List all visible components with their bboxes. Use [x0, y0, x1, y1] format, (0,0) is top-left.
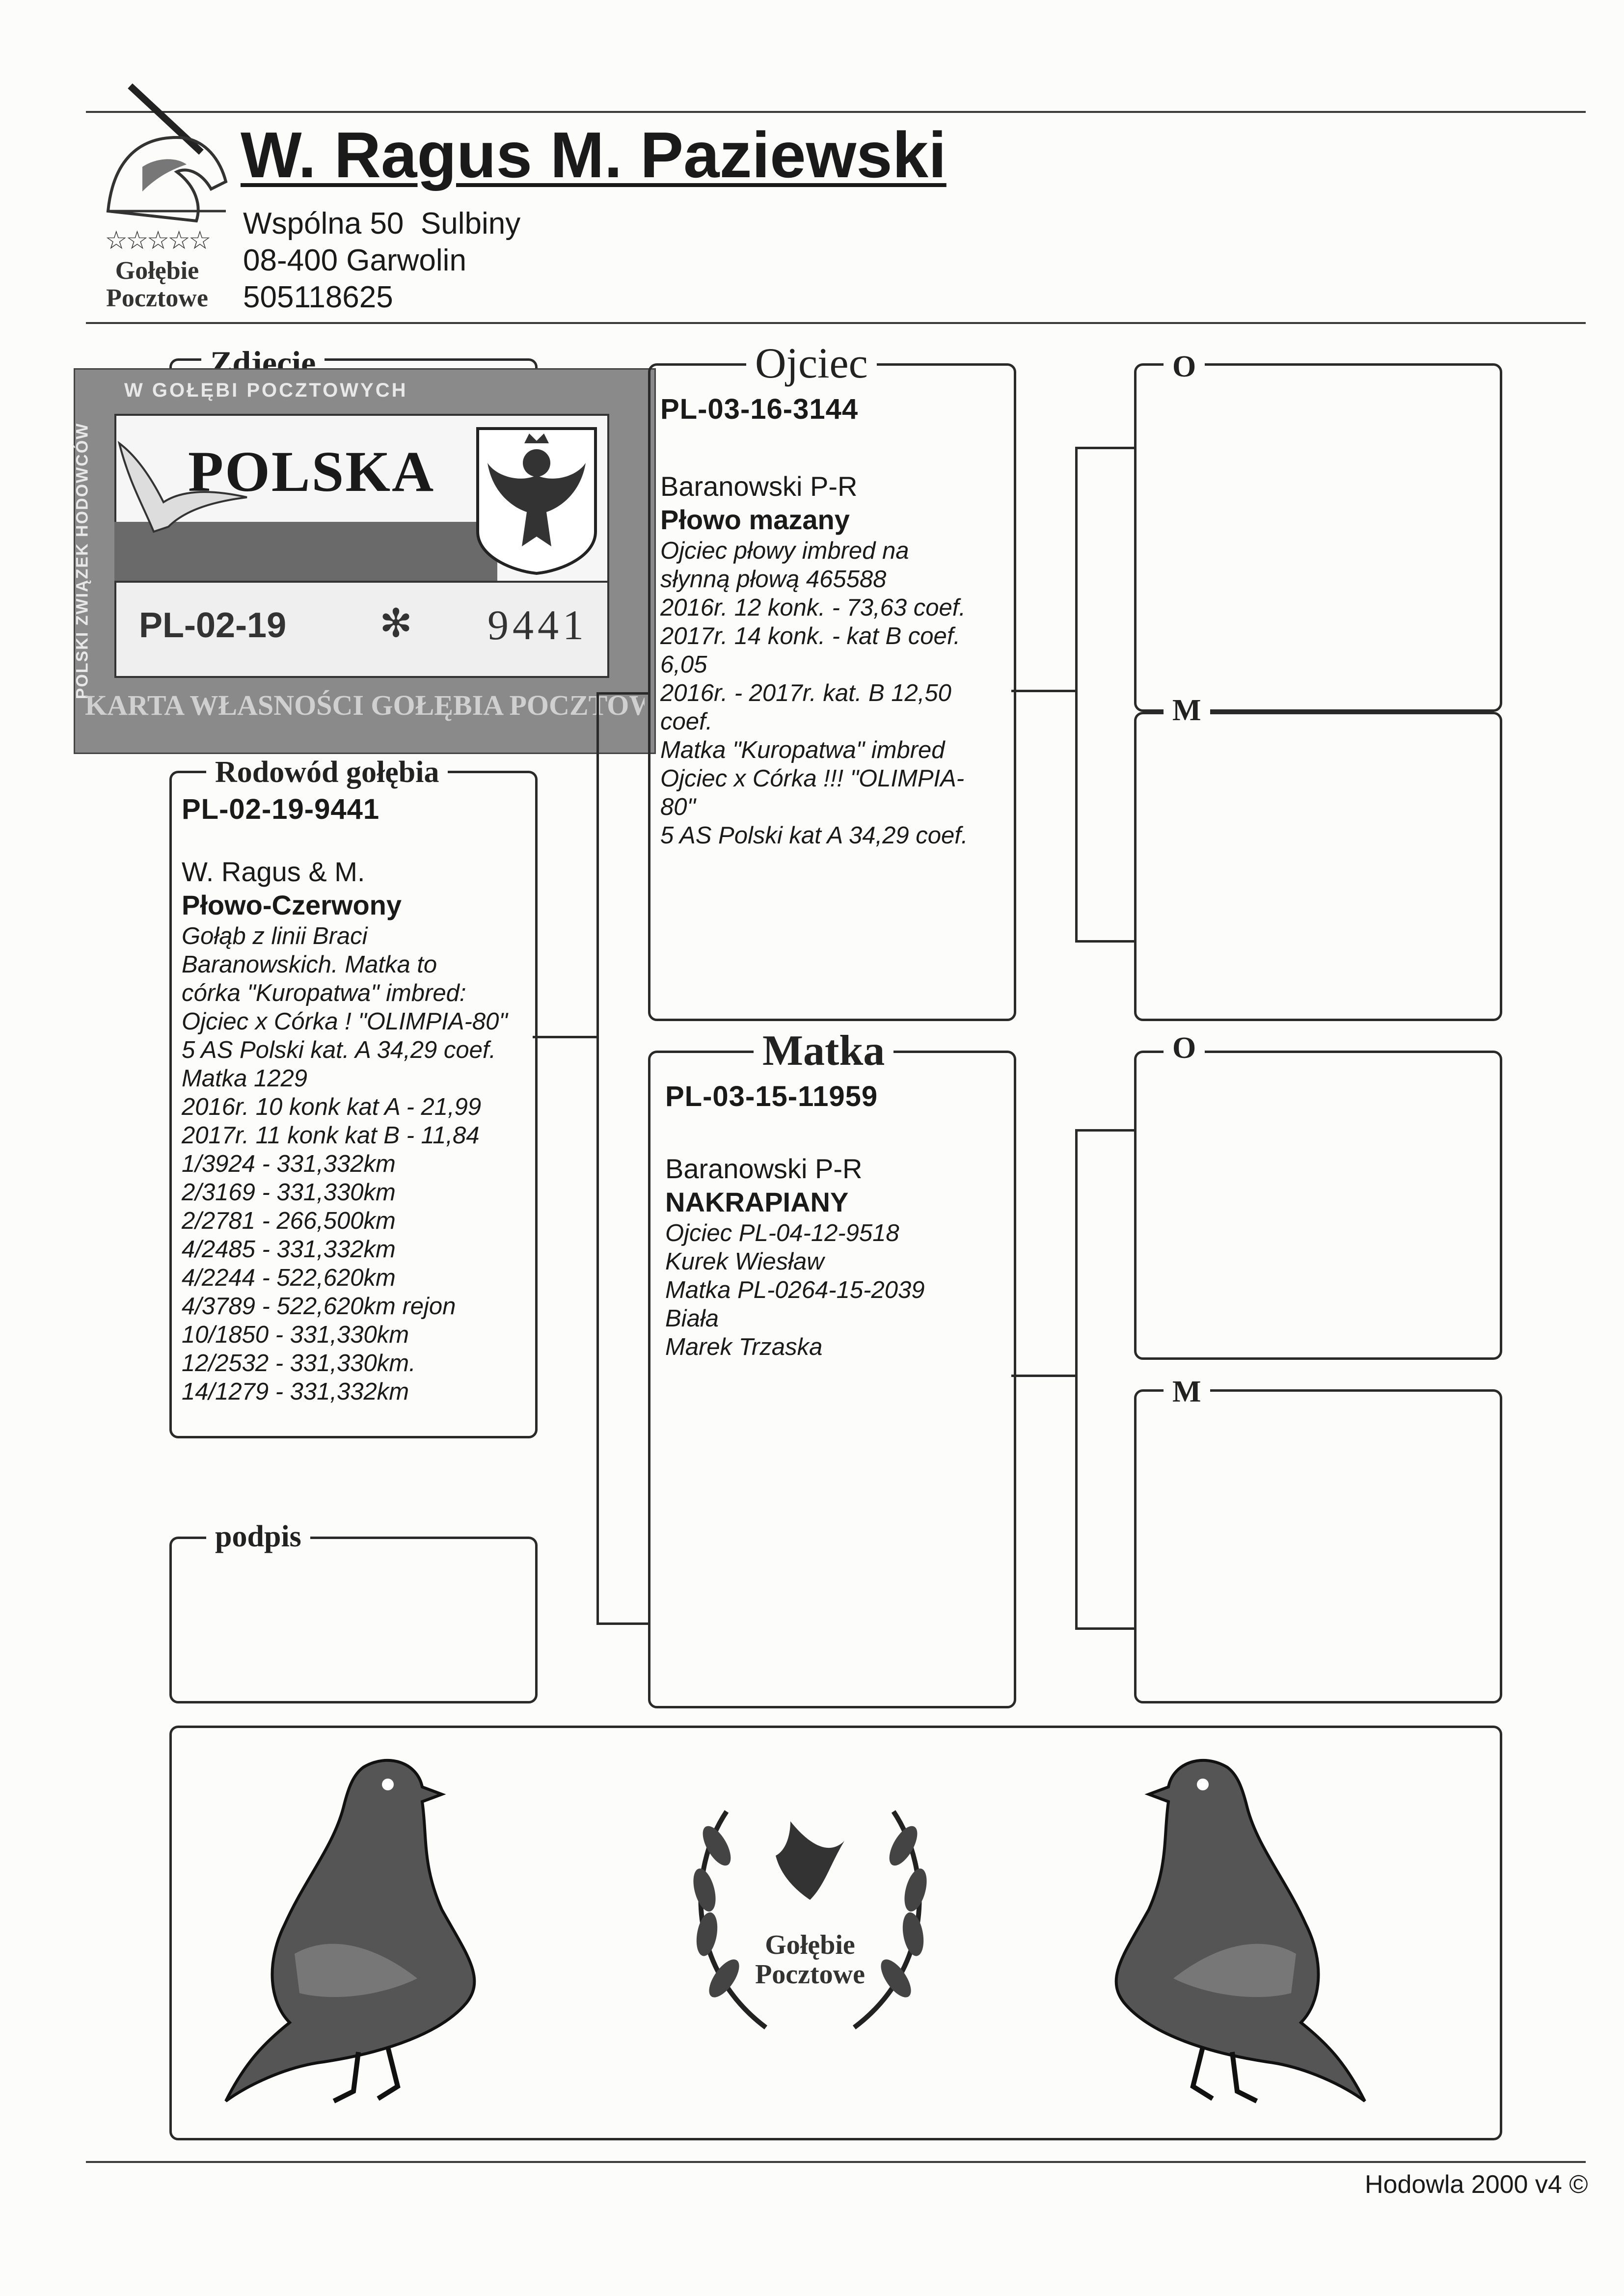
paternal-grandfather-legend: O: [1164, 350, 1205, 384]
connector-subject-parents: [596, 692, 648, 1625]
mother-note-line: Kurek Wiesław: [665, 1247, 1004, 1276]
logo: ☆☆☆☆☆ Gołębie Pocztowe: [79, 83, 236, 319]
pigeon-note-line: 12/2532 - 331,330km.: [182, 1349, 525, 1378]
header-top-rule: [86, 111, 1586, 113]
paternal-grandmother-box: [1134, 712, 1502, 1021]
father-note-line: coef.: [660, 707, 1004, 736]
father-note-line: słynną płową 465588: [660, 565, 1004, 594]
card-top-text: W GOŁĘBI POCZTOWYCH: [124, 379, 407, 402]
mother-notes: Ojciec PL-04-12-9518 Kurek Wiesław Matka…: [665, 1219, 1004, 1361]
phone-number: 505118625: [243, 280, 393, 315]
address-line2: 08-400 Garwolin: [243, 243, 466, 278]
connector-mother-stub: [1011, 1375, 1075, 1377]
pigeon-note-line: 4/2244 - 522,620km: [182, 1264, 525, 1292]
card-ring-prefix: PL-02-19: [139, 605, 286, 646]
connector-mother-grandparents: [1075, 1129, 1137, 1630]
mother-note-line: Matka PL-0264-15-2039: [665, 1276, 1004, 1304]
pigeon-note-line: 14/1279 - 331,332km: [182, 1378, 525, 1406]
footer-rule: [86, 2161, 1586, 2163]
pigeon-box-content: PL-02-19-9441 W. Ragus & M. Płowo-Czerwo…: [182, 793, 525, 1406]
pigeon-note-line: 2/2781 - 266,500km: [182, 1207, 525, 1235]
maternal-grandfather-box: [1134, 1051, 1502, 1360]
logo-text-line2: Pocztowe: [79, 284, 236, 313]
card-ring-star: ✻: [379, 600, 412, 646]
ownership-card: W GOŁĘBI POCZTOWYCH POLSKI ZWIĄZEK HODOW…: [74, 368, 656, 754]
pigeon-note-line: córka "Kuropatwa" imbred:: [182, 979, 525, 1007]
father-box-content: PL-03-16-3144 Baranowski P-R Płowo mazan…: [660, 393, 1004, 850]
mother-note-line: Marek Trzaska: [665, 1333, 1004, 1361]
emblem-text-line2: Pocztowe: [741, 1959, 879, 1990]
wreath-emblem-icon: [668, 1772, 952, 2067]
footer-text: Hodowla 2000 v4 ©: [1365, 2170, 1588, 2199]
pigeon-note-line: Matka 1229: [182, 1064, 525, 1093]
father-breeder: Baranowski P-R: [660, 470, 1004, 503]
pigeon-note-line: Baranowskich. Matka to: [182, 950, 525, 979]
connector-father-grandparents: [1075, 447, 1137, 943]
father-note-line: Ojciec płowy imbred na: [660, 537, 1004, 565]
maternal-grandmother-legend: M: [1164, 1375, 1210, 1409]
father-color: Płowo mazany: [660, 503, 1004, 537]
card-bottom-text: KARTA WŁASNOŚCI GOŁĘBIA POCZTOWEGO: [85, 689, 645, 722]
father-note-line: 2016r. 12 konk. - 73,63 coef.: [660, 594, 1004, 622]
connector-father-stub: [1011, 690, 1075, 692]
signature-box: [169, 1537, 538, 1703]
mother-color: NAKRAPIANY: [665, 1186, 1004, 1219]
header-bottom-rule: [86, 322, 1586, 324]
pigeon-note-line: 2017r. 11 konk kat B - 11,84: [182, 1121, 525, 1150]
mother-note-line: Biała: [665, 1304, 1004, 1333]
mother-box-content: PL-03-15-11959 Baranowski P-R NAKRAPIANY…: [665, 1080, 1004, 1361]
polish-eagle-emblem-icon: [463, 424, 610, 576]
paternal-grandmother-legend: M: [1164, 693, 1210, 728]
father-note-line: 6,05: [660, 650, 1004, 679]
father-note-line: Ojciec x Córka !!! "OLIMPIA-: [660, 764, 1004, 793]
father-note-line: 5 AS Polski kat A 34,29 coef.: [660, 821, 1004, 850]
father-note-line: 80": [660, 793, 1004, 821]
left-pigeon-icon: [211, 1748, 565, 2121]
father-ring-number: PL-03-16-3144: [660, 393, 1004, 426]
pigeon-note-line: 10/1850 - 331,330km: [182, 1321, 525, 1349]
father-note-line: 2016r. - 2017r. kat. B 12,50: [660, 679, 1004, 707]
pigeon-color: Płowo-Czerwony: [182, 889, 525, 922]
mother-breeder: Baranowski P-R: [665, 1152, 1004, 1186]
pigeon-note-line: 2/3169 - 331,330km: [182, 1178, 525, 1207]
pigeon-note-line: 4/2485 - 331,332km: [182, 1235, 525, 1264]
mother-note-line: Ojciec PL-04-12-9518: [665, 1219, 1004, 1247]
father-note-line: Matka "Kuropatwa" imbred: [660, 736, 1004, 764]
pigeon-note-line: Ojciec x Córka ! "OLIMPIA-80": [182, 1007, 525, 1036]
pigeon-note-line: 5 AS Polski kat. A 34,29 coef.: [182, 1036, 525, 1064]
father-legend: Ojciec: [746, 339, 877, 388]
emblem-text-line1: Gołębie: [756, 1929, 864, 1961]
card-country: POLSKA: [188, 438, 435, 505]
owner-name: W. Ragus M. Paziewski: [241, 118, 947, 192]
address-line1: Wspólna 50 Sulbiny: [243, 206, 520, 241]
pigeon-note-line: 4/3789 - 522,620km rejon: [182, 1292, 525, 1321]
right-pigeon-icon: [1026, 1748, 1380, 2121]
signature-legend: podpis: [206, 1519, 310, 1554]
pigeon-note-line: Gołąb z linii Braci: [182, 922, 525, 950]
pigeon-notes: Gołąb z linii Braci Baranowskich. Matka …: [182, 922, 525, 1406]
card-ring-number: 9441: [487, 600, 588, 649]
pigeon-legend: Rodowód gołębia: [206, 755, 448, 790]
father-notes: Ojciec płowy imbred na słynną płową 4655…: [660, 537, 1004, 850]
card-side-text: POLSKI ZWIĄZEK HODOWCÓW: [73, 414, 92, 708]
maternal-grandmother-box: [1134, 1389, 1502, 1703]
paternal-grandfather-box: [1134, 363, 1502, 712]
mother-legend: Matka: [754, 1026, 893, 1076]
pigeon-note-line: 1/3924 - 331,332km: [182, 1150, 525, 1178]
logo-text-line1: Gołębie: [79, 256, 236, 285]
pigeon-head-logo-icon: [79, 83, 236, 231]
mother-ring-number: PL-03-15-11959: [665, 1080, 1004, 1113]
pigeon-note-line: 2016r. 10 konk kat A - 21,99: [182, 1093, 525, 1121]
connector-subject-stub: [533, 1036, 596, 1038]
pigeon-ring-number: PL-02-19-9441: [182, 793, 525, 826]
pigeon-breeder: W. Ragus & M.: [182, 855, 525, 889]
father-note-line: 2017r. 14 konk. - kat B coef.: [660, 622, 1004, 650]
maternal-grandfather-legend: O: [1164, 1031, 1205, 1066]
logo-stars: ☆☆☆☆☆: [79, 226, 236, 255]
